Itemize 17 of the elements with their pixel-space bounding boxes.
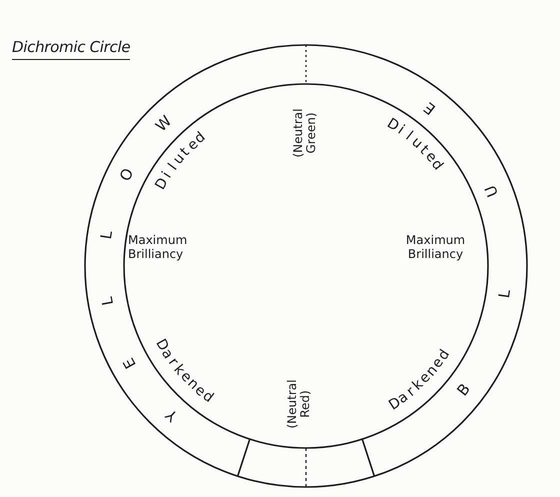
arc-label: Diluted xyxy=(384,116,446,173)
ring-letter: L xyxy=(98,228,116,242)
arc-label: Darkened xyxy=(154,336,216,406)
ring-letter: L xyxy=(496,288,514,302)
ring-letter: Y xyxy=(162,406,180,424)
ring-letter: L xyxy=(99,294,118,309)
neutral-label: (Neutral Red) xyxy=(286,378,312,430)
ring-letter: U xyxy=(483,182,502,200)
ring-letter: B xyxy=(455,380,474,399)
ring-letter: E xyxy=(420,98,439,117)
ring-letter: E xyxy=(121,354,140,372)
arc-label: Darkened xyxy=(386,346,452,412)
zone-label: Maximum Brilliancy xyxy=(404,234,466,262)
zone-label: Maximum Brilliancy xyxy=(128,234,188,262)
diagram-title: Dichromic Circle xyxy=(12,38,130,60)
ring-letter: O xyxy=(118,166,136,184)
neutral-label: (Neutral Green) xyxy=(292,108,318,160)
